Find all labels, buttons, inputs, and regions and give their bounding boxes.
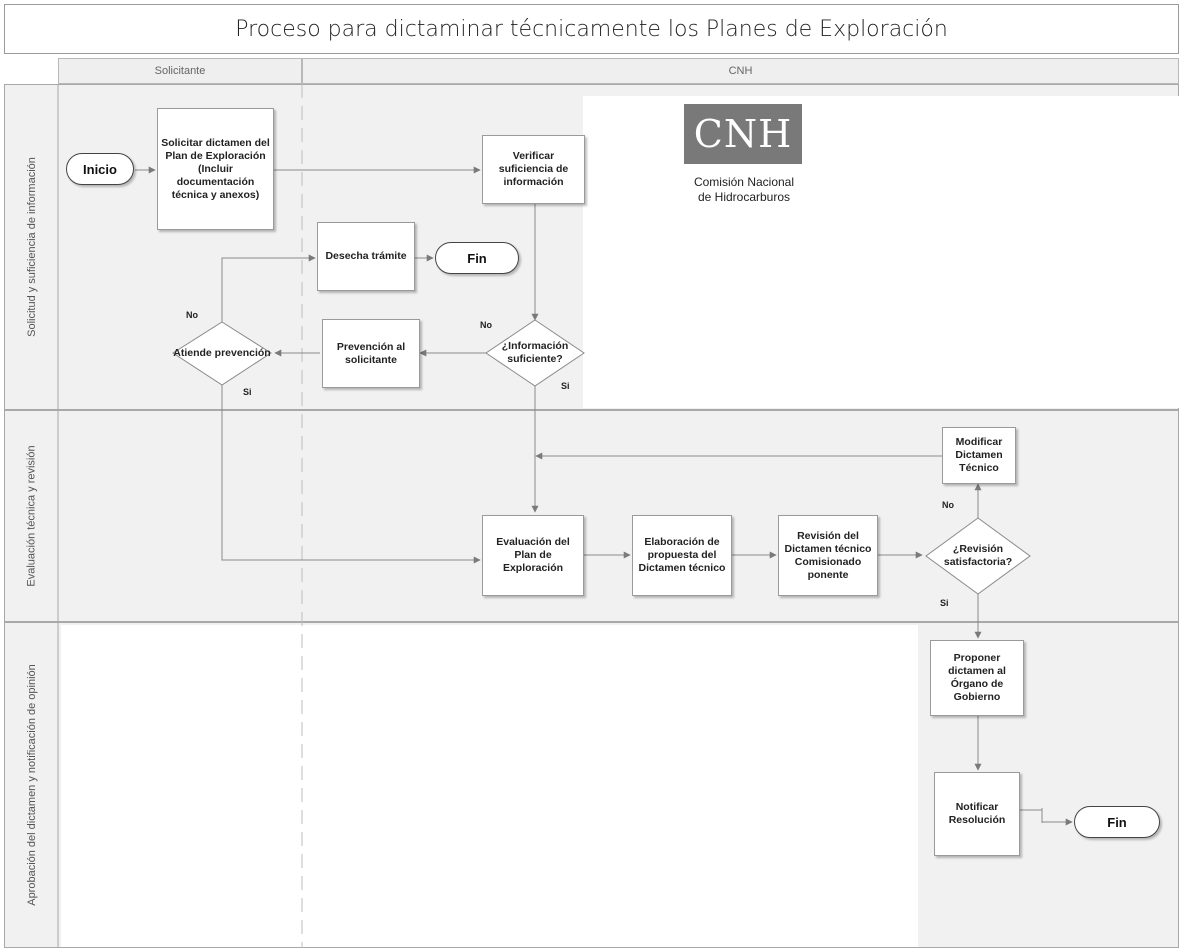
edge-atiende-desecha	[221, 254, 316, 322]
edge-notificar-fin-drawn	[1041, 808, 1073, 826]
cnh-logo: CNH	[684, 104, 802, 164]
label-revision-no: No	[942, 500, 954, 510]
logo-area	[583, 96, 1179, 408]
step-proponer-dictamen[interactable]: Proponer dictamen al Órgano de Gobierno	[930, 640, 1024, 716]
column-header-solicitante: Solicitante	[58, 58, 302, 84]
step-solicitar-dictamen[interactable]: Solicitar dictamen del Plan de Exploraci…	[157, 108, 274, 230]
edge-notificar-to-fin	[1020, 809, 1043, 823]
label-atiende-no: No	[186, 310, 198, 320]
column-header-cnh: CNH	[302, 58, 1179, 84]
step-modificar-dictamen[interactable]: Modificar Dictamen Técnico	[942, 427, 1016, 484]
decision-revision-satisfactoria[interactable]: ¿Revisión satisfactoria?	[943, 543, 1013, 568]
page-title: Proceso para dictaminar técnicamente los…	[4, 4, 1179, 54]
edge-atiende-evaluacion	[221, 385, 481, 564]
step-revision-dictamen[interactable]: Revisión del Dictamen técnico Comisionad…	[778, 515, 878, 596]
edge-notificar-fin	[1019, 810, 1043, 822]
decision-info-suficiente-shape	[485, 319, 585, 387]
label-info-no: No	[480, 320, 492, 330]
step-elaboracion-propuesta[interactable]: Elaboración de propuesta del Dictamen té…	[632, 515, 732, 596]
step-desecha-tramite[interactable]: Desecha trámite	[317, 222, 415, 291]
label-atiende-si: Si	[243, 387, 252, 397]
edge-notificar-fin-real	[1042, 810, 1072, 822]
start-terminator[interactable]: Inicio	[66, 153, 134, 185]
decision-atiende-prevencion[interactable]: Atiende prevención	[173, 346, 271, 359]
step-evaluacion-plan[interactable]: Evaluación del Plan de Exploración	[482, 515, 584, 596]
lane3-blank-area	[61, 625, 918, 947]
step-prevencion-solicitante[interactable]: Prevención al solicitante	[322, 319, 420, 388]
edge-notificar-fin-main	[1020, 810, 1042, 822]
step-notificar-resolucion[interactable]: Notificar Resolución	[934, 772, 1020, 856]
end-terminator-2[interactable]: Fin	[1074, 806, 1160, 838]
decision-revision-shape	[925, 517, 1031, 595]
label-info-si: Si	[561, 381, 570, 391]
end-terminator-1[interactable]: Fin	[435, 242, 519, 274]
decision-info-suficiente[interactable]: ¿Información suficiente?	[501, 340, 569, 365]
edge-notificar-fin-path	[1019, 810, 1043, 822]
edge-notificar-fin-line	[1020, 810, 1042, 823]
cnh-logo-text: Comisión Nacional de Hidrocarburos	[693, 175, 795, 204]
step-verificar-suficiencia[interactable]: Verificar suficiencia de información	[482, 135, 585, 204]
decision-atiende-shape	[172, 321, 272, 386]
label-revision-si: Si	[940, 598, 949, 608]
